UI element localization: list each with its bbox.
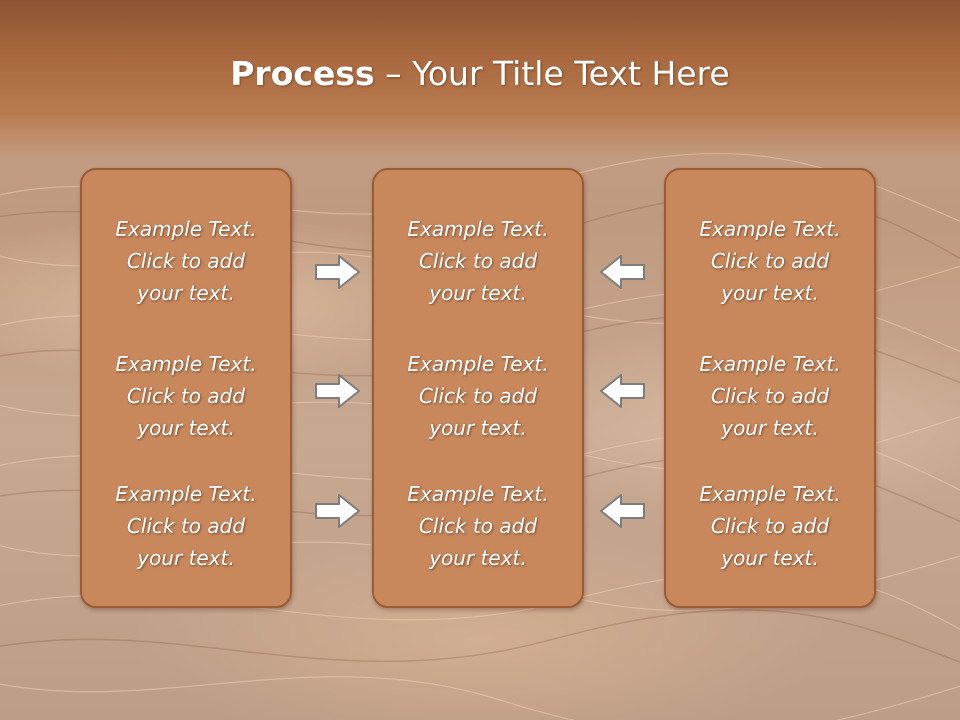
text-line: your text. — [721, 546, 819, 570]
text-line: your text. — [137, 546, 235, 570]
text-line: Click to add — [710, 384, 830, 408]
text-block[interactable]: Example Text. Click to add your text. — [82, 213, 290, 309]
text-block[interactable]: Example Text. Click to add your text. — [666, 478, 874, 574]
arrow-right-icon — [315, 494, 360, 528]
text-line: Example Text. — [115, 352, 257, 376]
process-box-center[interactable]: Example Text. Click to add your text. Ex… — [372, 168, 584, 608]
text-line: Example Text. — [407, 217, 549, 241]
text-block[interactable]: Example Text. Click to add your text. — [374, 213, 582, 309]
text-line: Click to add — [418, 249, 538, 273]
process-box-left[interactable]: Example Text. Click to add your text. Ex… — [80, 168, 292, 608]
title-rest: – Your Title Text Here — [374, 54, 730, 93]
text-line: Click to add — [126, 249, 246, 273]
text-line: Example Text. — [407, 352, 549, 376]
arrow-left-icon — [600, 255, 645, 289]
text-block[interactable]: Example Text. Click to add your text. — [666, 213, 874, 309]
text-line: Example Text. — [699, 482, 841, 506]
text-line: Click to add — [710, 514, 830, 538]
text-block[interactable]: Example Text. Click to add your text. — [374, 348, 582, 444]
text-line: your text. — [429, 281, 527, 305]
arrow-left-icon — [600, 494, 645, 528]
text-line: Example Text. — [699, 352, 841, 376]
text-block[interactable]: Example Text. Click to add your text. — [82, 478, 290, 574]
text-block[interactable]: Example Text. Click to add your text. — [666, 348, 874, 444]
text-line: Example Text. — [115, 482, 257, 506]
text-line: your text. — [137, 281, 235, 305]
arrow-right-icon — [315, 255, 360, 289]
text-line: Example Text. — [699, 217, 841, 241]
arrow-right-icon — [315, 374, 360, 408]
arrow-left-icon — [600, 374, 645, 408]
text-line: Example Text. — [407, 482, 549, 506]
text-line: Click to add — [710, 249, 830, 273]
text-line: Example Text. — [115, 217, 257, 241]
text-line: Click to add — [126, 384, 246, 408]
text-line: your text. — [721, 416, 819, 440]
text-line: your text. — [137, 416, 235, 440]
text-block[interactable]: Example Text. Click to add your text. — [82, 348, 290, 444]
text-line: Click to add — [126, 514, 246, 538]
text-line: your text. — [429, 416, 527, 440]
title-bold: Process — [230, 54, 375, 93]
text-line: your text. — [721, 281, 819, 305]
text-line: your text. — [429, 546, 527, 570]
title-bar — [0, 0, 960, 160]
process-box-right[interactable]: Example Text. Click to add your text. Ex… — [664, 168, 876, 608]
text-block[interactable]: Example Text. Click to add your text. — [374, 478, 582, 574]
text-line: Click to add — [418, 514, 538, 538]
text-line: Click to add — [418, 384, 538, 408]
slide-title[interactable]: Process – Your Title Text Here — [0, 54, 960, 93]
